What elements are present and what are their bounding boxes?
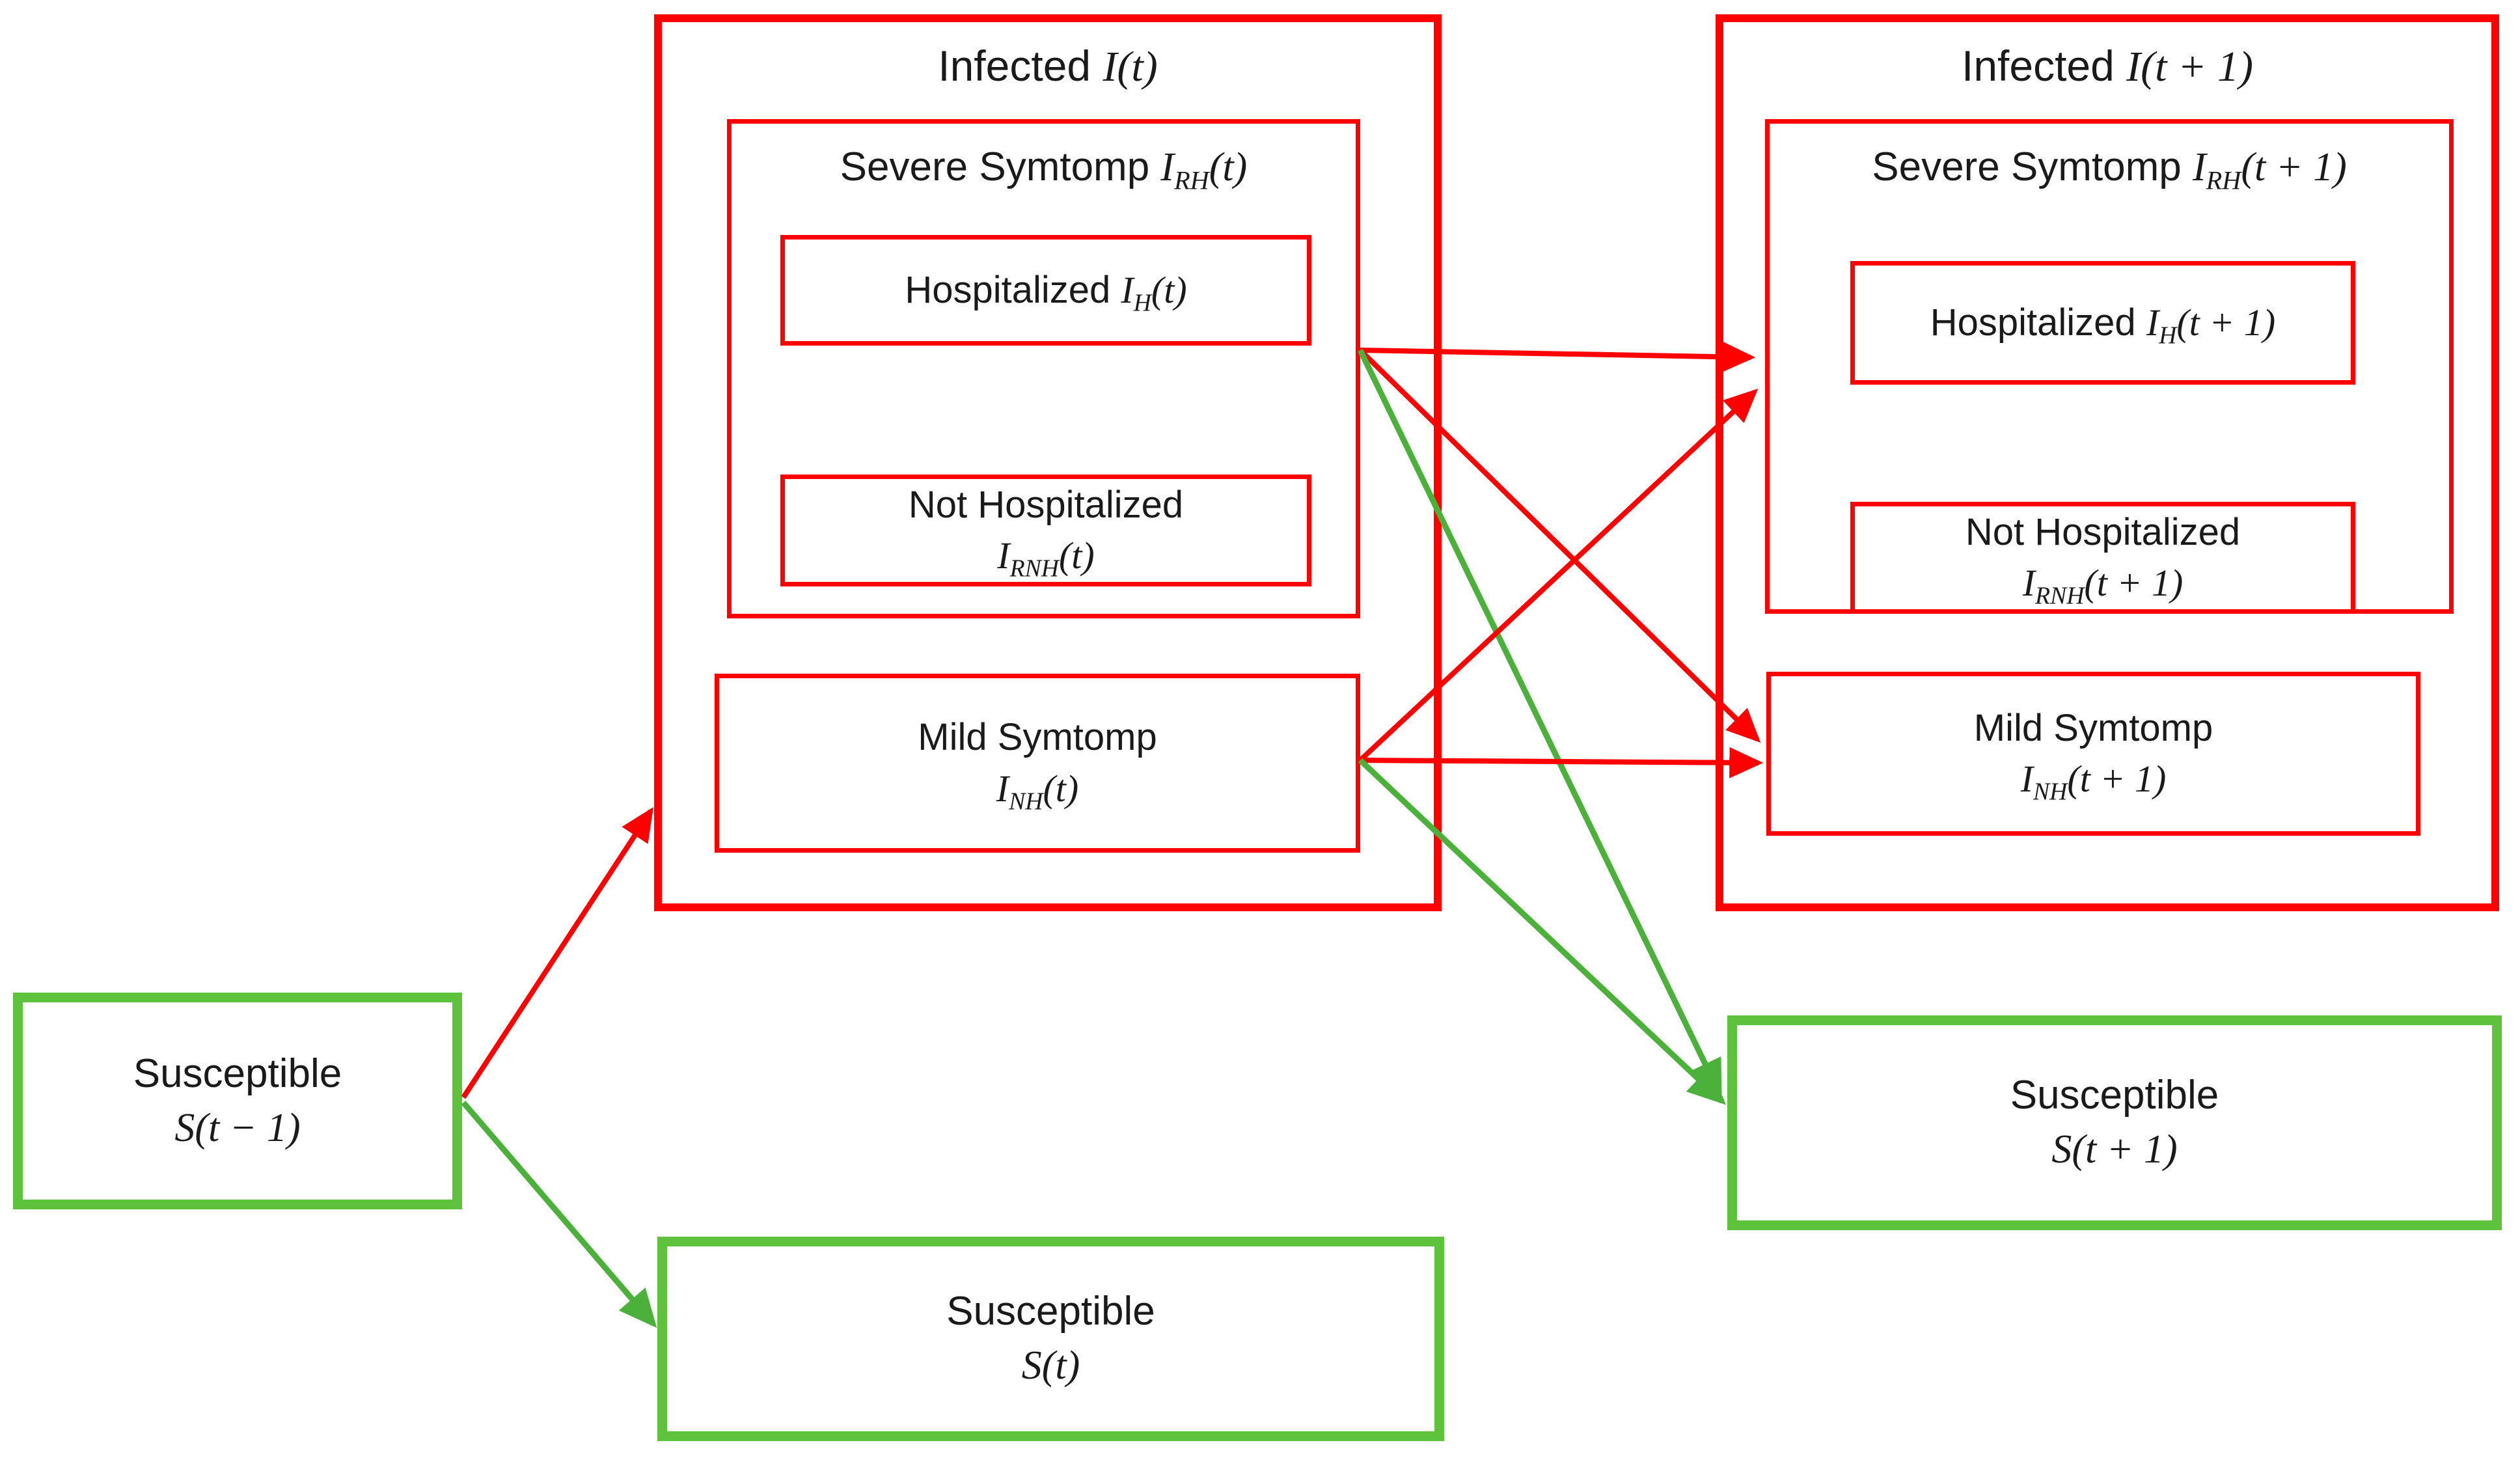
hospitalized-t1-label: Hospitalized IH(t + 1) (1930, 301, 2276, 350)
infected-t1-title: Infected I(t + 1) (1962, 42, 2253, 90)
infected-t1-box: Infected I(t + 1) Severe Symtomp IRH(t +… (1716, 14, 2499, 911)
severe-t-box: Severe Symtomp IRH(t) Hospitalized IH(t)… (727, 119, 1360, 618)
mild-t-box: Mild Symtomp INH(t) (715, 674, 1360, 853)
mild-t-label: Mild Symtomp INH(t) (918, 716, 1157, 816)
susceptible-prev-box: Susceptible S(t − 1) (13, 993, 462, 1209)
susceptible-t-box: Susceptible S(t) (657, 1237, 1444, 1441)
mild-t1-box: Mild Symtomp INH(t + 1) (1766, 672, 2420, 836)
mild-t1-label: Mild Symtomp INH(t + 1) (1973, 706, 2213, 806)
arrow-sprev-to-infected-t (461, 806, 653, 1099)
severe-t-title: Severe Symtomp IRH(t) (840, 144, 1248, 195)
susceptible-next-box: Susceptible S(t + 1) (1727, 1015, 2502, 1230)
hospitalized-t-label: Hospitalized IH(t) (905, 268, 1187, 317)
not-hospitalized-t1-box: Not Hospitalized IRNH(t + 1) (1850, 502, 2355, 614)
not-hospitalized-t-label: Not Hospitalized IRNH(t) (908, 483, 1184, 583)
severe-t1-title: Severe Symtomp IRH(t + 1) (1872, 144, 2347, 195)
not-hospitalized-t1-label: Not Hospitalized IRNH(t + 1) (1965, 510, 2241, 610)
arrow-sprev-to-st (461, 1101, 657, 1328)
infected-t-box: Infected I(t) Severe Symtomp IRH(t) Hosp… (654, 14, 1442, 911)
not-hospitalized-t-box: Not Hospitalized IRNH(t) (780, 474, 1311, 586)
infected-t-title: Infected I(t) (938, 42, 1158, 90)
susceptible-next-label: Susceptible S(t + 1) (2010, 1073, 2219, 1172)
severe-t1-box: Severe Symtomp IRH(t + 1) Hospitalized I… (1765, 119, 2454, 614)
hospitalized-t1-box: Hospitalized IH(t + 1) (1850, 261, 2355, 385)
susceptible-prev-label: Susceptible S(t − 1) (133, 1051, 342, 1150)
hospitalized-t-box: Hospitalized IH(t) (780, 235, 1311, 346)
susceptible-t-label: Susceptible S(t) (946, 1289, 1155, 1388)
